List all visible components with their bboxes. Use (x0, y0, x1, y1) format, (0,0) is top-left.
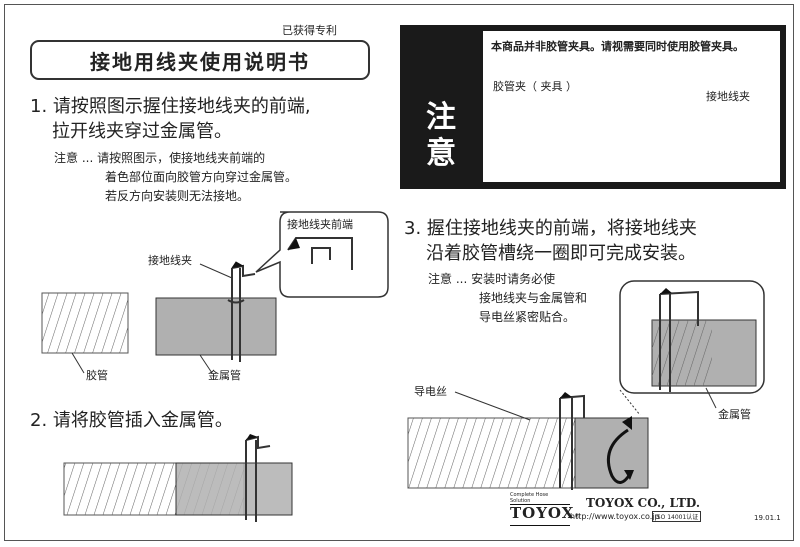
step3-note-line2: 接地线夹与金属管和 (479, 291, 588, 305)
step1-callout (255, 211, 389, 298)
rotate-arrow-icon (607, 416, 634, 484)
caution-char-1: 注 (426, 100, 456, 135)
step2-text: 2. 请将胶管插入金属管。 (30, 410, 233, 431)
step1-hose-illustration (41, 292, 129, 374)
step3-note-line1: 注意 ... 安装时请务必使 (428, 272, 556, 286)
step3-pipe-label: 金属管 (718, 408, 751, 421)
document-code: 19.01.1 (754, 514, 781, 522)
patent-notice: 已获得专利 (282, 24, 337, 37)
step3-line1: 3. 握住接地线夹的前端，将接地线夹 (404, 218, 697, 239)
toyox-reg: ® (574, 513, 581, 520)
iso-badge: ISO 14001认证 (652, 511, 702, 522)
step3-line2: 沿着胶管槽绕一圈即可完成安装。 (426, 243, 696, 264)
caution-char-2: 意 (426, 136, 456, 171)
page-title: 接地用线夹使用说明书 (30, 40, 370, 80)
toyox-tagline: Complete Hose Solution (510, 492, 549, 504)
step1-clip-label: 接地线夹 (148, 254, 192, 267)
step1-note-line1: 注意 ... 请按照图示，使接地线夹前端的 (54, 151, 266, 165)
company-name: TOYOX CO., LTD. (586, 496, 701, 510)
step3-wire-label: 导电丝 (414, 385, 447, 398)
step1-note: 注意 ... 请按照图示，使接地线夹前端的 着色部位面向胶管方向穿过金属管。 若… (54, 149, 297, 206)
step1-note-line2: 着色部位面向胶管方向穿过金属管。 (105, 170, 298, 184)
toyox-logo: TOYOX (510, 504, 575, 522)
company-url: http://www.toyox.co.jp (570, 512, 660, 521)
step1-line1: 1. 请按照图示握住接地线夹的前端, (30, 96, 311, 117)
warning-clip-label: 接地线夹 (706, 90, 750, 103)
warning-panel-inner (483, 31, 780, 182)
warning-hose-clamp-label: 胶管夹（ 夹具 ） (493, 80, 577, 93)
step1-note-line3: 若反方向安装则无法接地。 (105, 189, 250, 203)
toyox-logo-block: Complete Hose Solution TOYOX® (510, 492, 580, 526)
step3-circle-inset (619, 280, 765, 409)
step1-pipe-label: 金属管 (208, 369, 241, 382)
step1-callout-label: 接地线夹前端 (287, 218, 353, 231)
step1-hose-label: 胶管 (86, 369, 108, 382)
step3-text: 3. 握住接地线夹的前端，将接地线夹 沿着胶管槽绕一圈即可完成安装。 (404, 216, 697, 266)
step3-note-line3: 导电丝紧密贴合。 (479, 310, 576, 324)
step2-illustration (63, 434, 293, 522)
step1-text: 1. 请按照图示握住接地线夹的前端, 拉开线夹穿过金属管。 (30, 94, 311, 144)
warning-text: 本商品并非胶管夹具。请视需要同时使用胶管夹具。 (491, 40, 744, 53)
step1-line2: 拉开线夹穿过金属管。 (52, 121, 232, 142)
toyox-logo-wrap: TOYOX® (510, 504, 580, 526)
step1-pipe-illustration (155, 261, 277, 374)
step3-note: 注意 ... 安装时请务必使 接地线夹与金属管和 导电丝紧密贴合。 (428, 270, 587, 327)
